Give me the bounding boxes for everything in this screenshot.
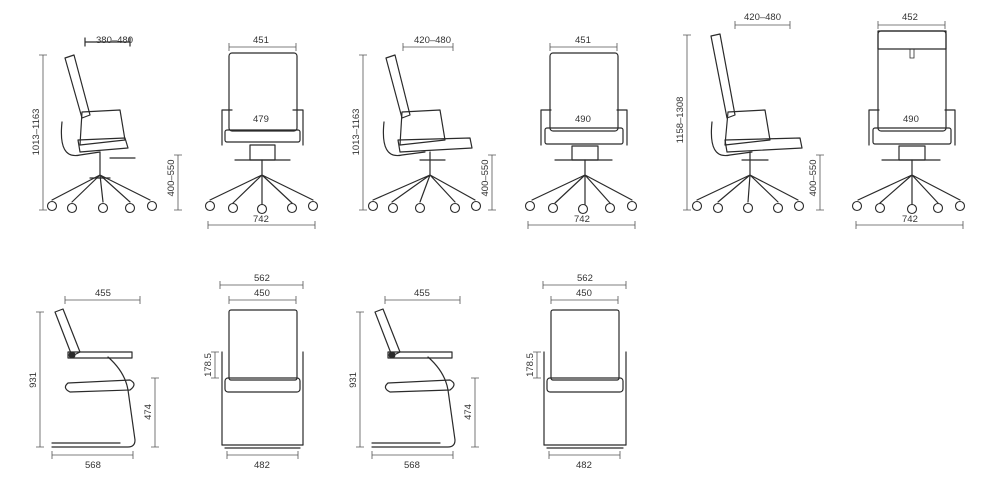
visitor-4-base-label: 482 — [576, 460, 592, 471]
visitor-1-width-label: 455 — [95, 288, 111, 299]
chair-5-seat-height-label: 400–550 — [808, 160, 819, 197]
chair-1-width-label: 380–480 — [96, 35, 133, 46]
chair-4-front-view: 451 490 742 — [524, 35, 638, 229]
chair-6-front-view: 452 490 742 — [851, 12, 966, 229]
chair-2-width-label: 451 — [253, 35, 269, 46]
visitor-1-seat-height-label: 474 — [143, 404, 154, 420]
chair-2-base-label: 742 — [253, 214, 269, 225]
chair-2-front-view: 451 479 742 — [204, 35, 319, 229]
visitor-4-back-width-label: 450 — [576, 288, 592, 299]
chair-5-height-label: 1158–1308 — [675, 97, 686, 144]
visitor-chair-1-side-view: 455 931 474 568 — [28, 288, 159, 471]
chair-1-seat-height-label: 400–550 — [166, 160, 177, 197]
chair-5-side-view: 420–480 1158–1308 400–550 — [675, 12, 824, 214]
chair-4-seat-width-label: 490 — [575, 114, 591, 125]
chair-4-width-label: 451 — [575, 35, 591, 46]
visitor-2-back-width-label: 450 — [254, 288, 270, 299]
visitor-2-outer-width-label: 562 — [254, 273, 270, 284]
visitor-3-height-label: 931 — [348, 372, 359, 388]
visitor-4-arm-height-label: 178.5 — [525, 353, 536, 377]
visitor-3-seat-height-label: 474 — [463, 404, 474, 420]
visitor-4-outer-width-label: 562 — [577, 273, 593, 284]
visitor-chair-3-side-view: 455 931 474 568 — [348, 288, 479, 471]
chair-4-base-label: 742 — [574, 214, 590, 225]
chair-3-seat-height-label: 400–550 — [480, 160, 491, 197]
chair-5-width-label: 420–480 — [744, 12, 781, 23]
visitor-1-depth-label: 568 — [85, 460, 101, 471]
chair-1-height-label: 1013–1163 — [31, 109, 42, 156]
chair-3-height-label: 1013–1163 — [351, 109, 362, 156]
visitor-3-depth-label: 568 — [404, 460, 420, 471]
visitor-2-arm-height-label: 178.5 — [203, 353, 214, 377]
visitor-chair-4-front-view: 562 450 178.5 482 — [525, 273, 627, 471]
visitor-3-width-label: 455 — [414, 288, 430, 299]
chair-6-seat-width-label: 490 — [903, 114, 919, 125]
visitor-1-height-label: 931 — [28, 372, 39, 388]
chair-1-side-view: 380–480 1013–1163 400–550 — [31, 35, 182, 214]
chair-3-width-label: 420–480 — [414, 35, 451, 46]
chair-6-width-label: 452 — [902, 12, 918, 23]
visitor-chair-2-front-view: 562 450 178.5 482 — [203, 273, 304, 471]
visitor-2-base-label: 482 — [254, 460, 270, 471]
chair-3-side-view: 420–480 1013–1163 400–550 — [351, 35, 496, 214]
chair-2-seat-width-label: 479 — [253, 114, 269, 125]
chair-6-base-label: 742 — [902, 214, 918, 225]
